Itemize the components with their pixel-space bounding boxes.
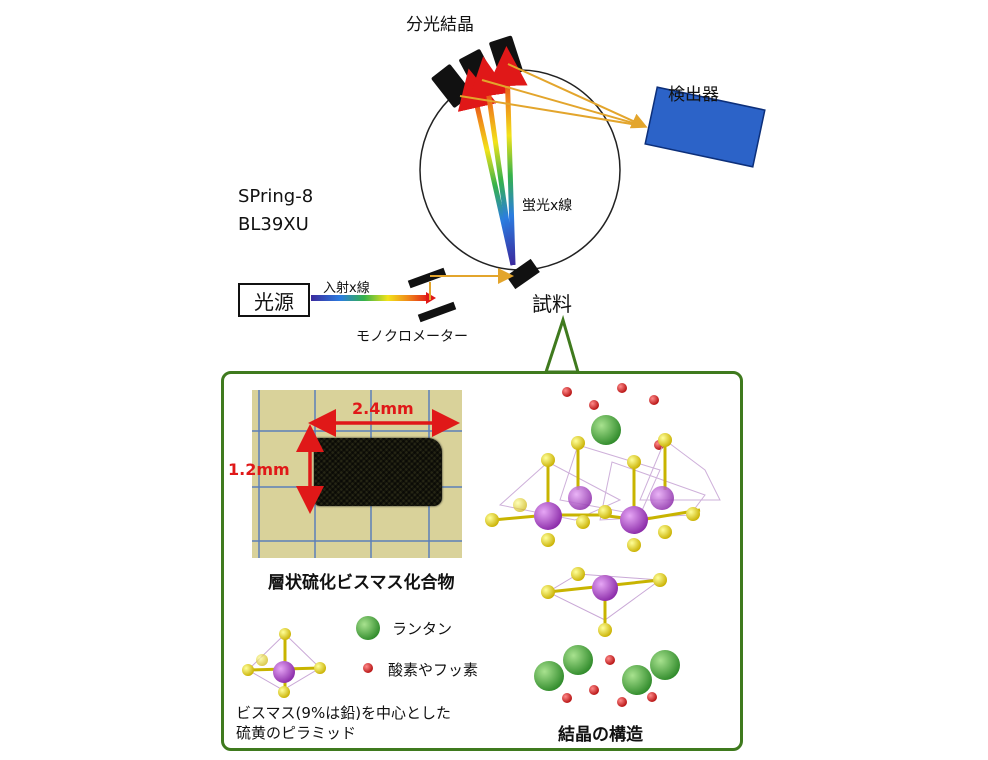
legend-oxygen-label: 酸素やフッ素 bbox=[388, 661, 479, 679]
inset-frame bbox=[221, 371, 743, 751]
dim-width-label: 2.4mm bbox=[352, 399, 414, 418]
sample-label: 試料 bbox=[532, 292, 572, 316]
sample-block bbox=[506, 258, 540, 290]
bis-atoms bbox=[485, 433, 700, 552]
legend-lanthanum-icon bbox=[356, 616, 380, 640]
legend-pyramid-line2: 硫黄のピラミッド bbox=[236, 724, 357, 742]
detector-label: 検出器 bbox=[668, 85, 719, 105]
mono-beam bbox=[429, 268, 514, 300]
mono-crystal-1 bbox=[407, 267, 447, 289]
legend-pyramid-line1: ビスマス(9%は鉛)を中心とした bbox=[236, 704, 452, 722]
detector-box bbox=[644, 86, 766, 168]
bottom-layer bbox=[534, 645, 680, 707]
fluorescence-label: 蛍光x線 bbox=[522, 198, 573, 214]
legend-oxygen-icon bbox=[363, 663, 373, 673]
middle-pyramid bbox=[541, 567, 667, 637]
incident-label: 入射x線 bbox=[323, 281, 370, 296]
monochromator-label: モノクロメーター bbox=[356, 329, 468, 345]
photo-caption: 層状硫化ビスマス化合物 bbox=[268, 573, 455, 593]
reflected-beams bbox=[459, 63, 648, 129]
beamline-line1: SPring-8 bbox=[238, 186, 314, 207]
crystal-label: 分光結晶 bbox=[406, 15, 474, 35]
legend-lanthanum-label: ランタン bbox=[392, 620, 453, 638]
beamline-line2: BL39XU bbox=[238, 214, 309, 235]
legend-pyramid-icon bbox=[242, 628, 326, 698]
crystal-sample bbox=[314, 438, 442, 506]
mono-crystal-2 bbox=[417, 301, 457, 323]
dim-height-label: 1.2mm bbox=[228, 460, 290, 479]
top-layer bbox=[562, 383, 664, 450]
incident-beam bbox=[311, 295, 429, 301]
structure-caption: 結晶の構造 bbox=[558, 725, 643, 745]
fluorescence-rays bbox=[457, 46, 528, 266]
source-box: 光源 bbox=[238, 283, 310, 317]
